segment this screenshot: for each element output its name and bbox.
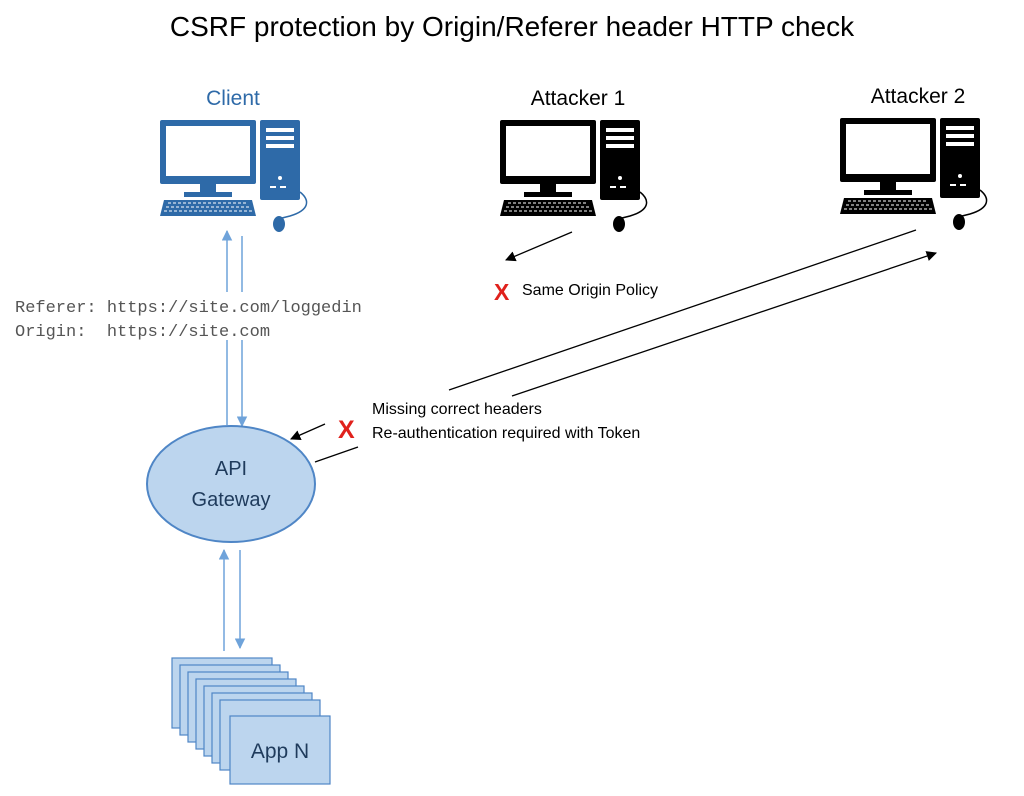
api-gateway-ellipse	[146, 425, 316, 543]
referer-header-text: Referer: https://site.com/loggedin	[15, 299, 362, 318]
origin-header-text: Origin: https://site.com	[15, 323, 270, 342]
api-gateway-label-line1: API	[215, 458, 247, 480]
attacker2-to-gateway-arrow	[290, 423, 326, 440]
attacker2-node: Attacker 2	[839, 85, 988, 231]
app-stack: App N	[171, 657, 331, 785]
same-origin-x-mark: X	[494, 279, 510, 305]
attacker1-blocked-arrow	[505, 231, 573, 262]
app-n-label: App N	[251, 740, 309, 763]
attacker2-computer-icon	[839, 117, 988, 231]
attacker2-request-line	[448, 229, 917, 391]
same-origin-text: Same Origin Policy	[522, 282, 658, 299]
attacker1-computer-icon	[499, 119, 648, 233]
attacker2-label: Attacker 2	[871, 85, 966, 108]
attacker2-response-arrow	[511, 251, 937, 397]
app-n-box	[229, 715, 331, 785]
missing-headers-x-mark: X	[338, 416, 355, 444]
client-label: Client	[206, 87, 260, 110]
api-gateway-node: API Gateway	[146, 425, 316, 543]
missing-headers-text: Missing correct headers	[372, 401, 542, 418]
api-gateway-label-line2: Gateway	[192, 489, 271, 511]
gateway-rejection-line	[314, 446, 359, 463]
client-computer-icon	[159, 119, 308, 233]
attacker1-node: Attacker 1	[499, 87, 648, 233]
attacker1-label: Attacker 1	[531, 87, 626, 110]
client-node: Client	[159, 87, 308, 233]
diagram-title: CSRF protection by Origin/Referer header…	[170, 11, 855, 42]
reauth-required-text: Re-authentication required with Token	[372, 425, 640, 442]
